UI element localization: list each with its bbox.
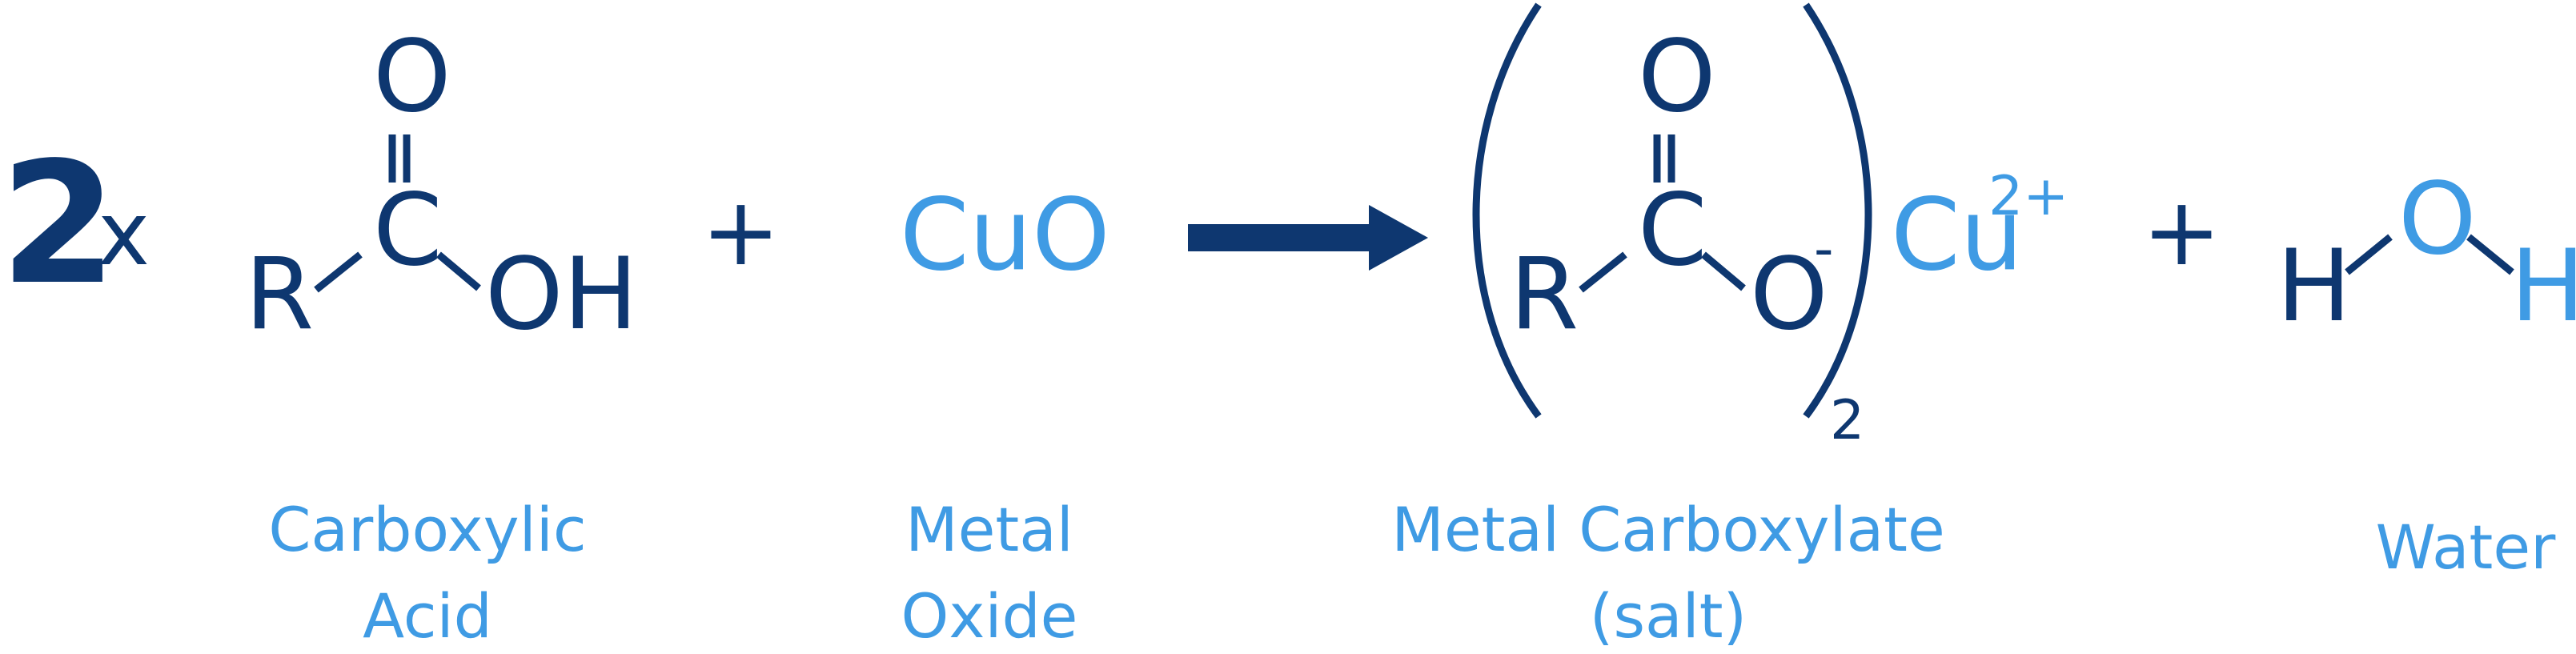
water-hydrogen-left: H xyxy=(2277,229,2351,344)
water-structure: H O H xyxy=(2277,162,2576,344)
water-bond-right xyxy=(2466,234,2514,275)
salt-bond-r-c xyxy=(1579,251,1627,293)
carboxylic-acid-structure: O C R OH xyxy=(245,19,638,352)
salt-carbon: C xyxy=(1638,173,1707,288)
salt-anionic-oxygen: O xyxy=(1750,237,1828,352)
salt-cation-charge: 2+ xyxy=(1988,165,2068,228)
acid-bond-c-oh xyxy=(436,251,481,291)
reaction-arrow xyxy=(1188,205,1428,271)
water-oxygen: O xyxy=(2398,162,2477,277)
caption-acid-line-1: Carboxylic xyxy=(268,494,586,565)
acid-hydroxyl: OH xyxy=(485,237,638,352)
salt-carbonyl-oxygen: O xyxy=(1638,19,1716,134)
left-parenthesis xyxy=(1472,2,1542,419)
arrow-shaft xyxy=(1188,224,1380,251)
acid-carbon: C xyxy=(373,173,443,288)
water-bond-left xyxy=(2345,234,2393,275)
salt-bond-c-o xyxy=(1701,251,1746,291)
caption-oxide-line-1: Metal xyxy=(905,494,1073,565)
acid-carbonyl-oxygen: O xyxy=(373,19,451,134)
plus-sign-2: + xyxy=(2142,176,2221,287)
caption-salt-line-1: Metal Carboxylate xyxy=(1391,494,1944,565)
salt-r-group: R xyxy=(1510,237,1579,352)
caption-salt-line-2: (salt) xyxy=(1590,580,1747,652)
plus-sign-1: + xyxy=(701,176,780,287)
salt-cation: Cu xyxy=(1891,178,2023,293)
right-parenthesis xyxy=(1803,2,1872,419)
caption-water: Water xyxy=(2376,512,2556,583)
acid-r-group: R xyxy=(245,237,314,352)
multiply-sign: x xyxy=(98,183,150,285)
salt-subscript: 2 xyxy=(1830,389,1864,452)
water-hydrogen-right: H xyxy=(2510,229,2576,344)
caption-oxide-line-2: Oxide xyxy=(901,580,1078,652)
salt-negative-charge: - xyxy=(1814,218,1834,281)
coefficient: 2 xyxy=(0,126,117,322)
metal-carboxylate-structure: O C R O - 2 Cu 2+ xyxy=(1472,2,2068,452)
arrow-head xyxy=(1369,205,1428,271)
metal-oxide-formula: CuO xyxy=(900,178,1110,293)
acid-bond-r-c xyxy=(314,251,363,293)
caption-acid-line-2: Acid xyxy=(363,580,492,652)
